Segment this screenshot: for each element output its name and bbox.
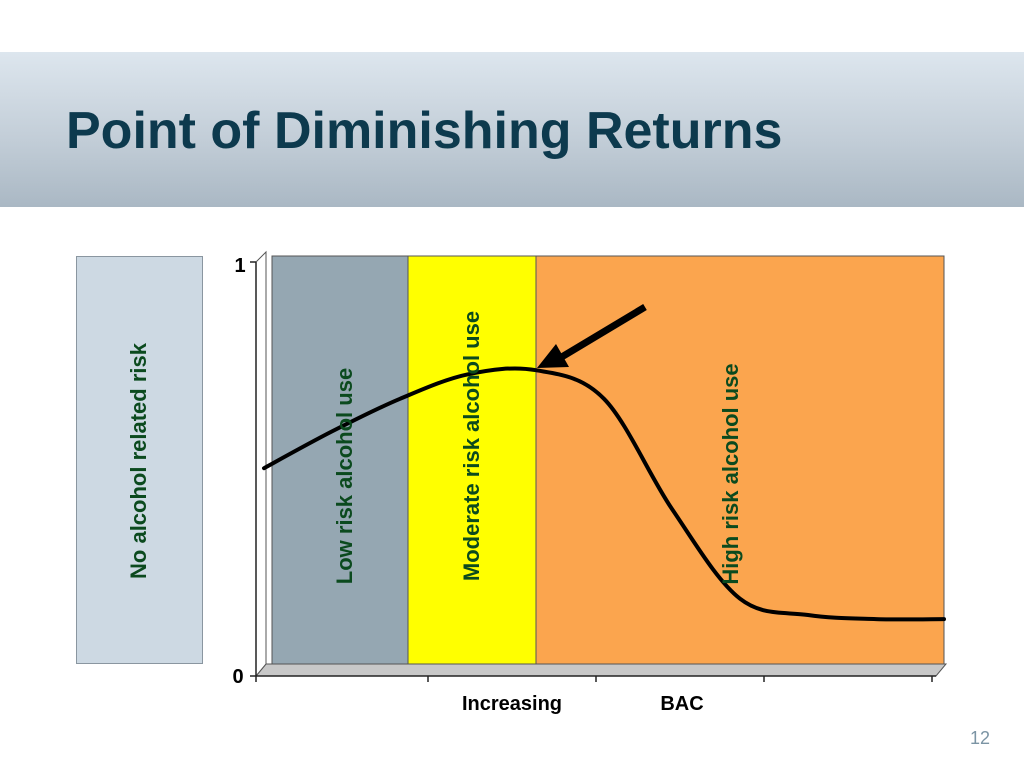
- title-banner: [0, 52, 1024, 207]
- chart-floor: [254, 663, 948, 677]
- band-high-risk: [535, 255, 945, 665]
- band-label-high-risk: High risk alcohol use: [718, 363, 743, 584]
- chart-side-wall: [255, 250, 267, 678]
- slide-number: 12: [969, 728, 990, 748]
- y-tick-0: 0: [232, 666, 243, 688]
- risk-bands: [271, 255, 945, 665]
- y-tick-1: 1: [234, 255, 245, 277]
- no-risk-box: [76, 256, 203, 664]
- band-label-moderate-risk: Moderate risk alcohol use: [459, 311, 484, 581]
- band-labels: Low risk alcohol use Moderate risk alcoho…: [332, 311, 743, 585]
- peak-arrow: [537, 303, 647, 368]
- x-label-bac: BAC: [660, 693, 703, 715]
- axes: [250, 261, 936, 682]
- slide-title: Point of Diminishing Returns: [66, 102, 783, 160]
- band-label-low-risk: Low risk alcohol use: [332, 368, 357, 584]
- x-label-increasing: Increasing: [462, 693, 562, 715]
- band-moderate-risk: [407, 255, 537, 665]
- risk-curve: [262, 366, 946, 622]
